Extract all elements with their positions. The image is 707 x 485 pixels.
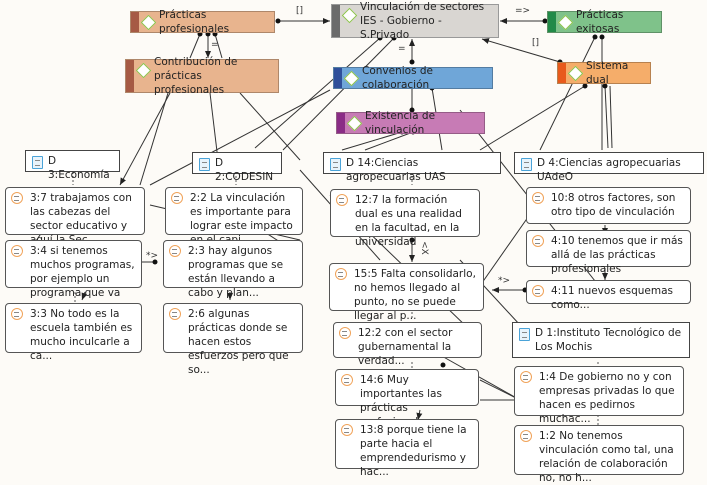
quotation-icon [171,192,183,204]
document-label: D 2:CODESIN [215,157,274,183]
document-icon [521,158,532,171]
relation-label: <X [418,241,429,255]
code-existencia[interactable]: Existencia de vinculación [336,110,485,136]
document-icon [330,158,341,171]
quotation-4-10[interactable]: 4:10 tenemos que ir más allá de las prác… [526,230,691,275]
quotation-4-11[interactable]: 4:11 nuevos esquemas como... [526,280,691,311]
code-convenios[interactable]: Convenios de colaboración [333,65,493,91]
quotation-icon [336,194,348,206]
quotation-text: 4:11 nuevos esquemas como... [551,285,673,311]
code-label: Existencia de vinculación [365,110,436,136]
quotation-14-6[interactable]: 14:6 Muy importantes las prácticas profe… [335,369,479,428]
quotation-10-8[interactable]: 10:8 otros factores, son otro tipo de vi… [526,187,691,224]
quotation-3-7[interactable]: 3:7 trabajamos con las cabezas del secto… [5,187,145,246]
quotation-icon [169,245,181,257]
quotation-2-2[interactable]: 2:2 La vinculación es importante para lo… [165,187,303,246]
document-label: D 14:Ciencias agropecuarias UAS [346,157,446,183]
quotation-icon [532,192,544,204]
quotation-text: 10:8 otros factores, son otro tipo de vi… [551,192,676,218]
quotation-icon [169,308,181,320]
document-d3[interactable]: D 3:Economía [25,150,120,181]
code-vinculacion[interactable]: Vinculación de sectores IES - Gobierno -… [331,1,499,41]
quotation-text: 2:6 algunas prácticas donde se hacen est… [188,308,289,376]
relation-label: => [515,6,531,16]
quotation-text: 13:8 porque tiene la parte hacia el empr… [360,424,467,478]
quotation-icon [11,245,23,257]
relation-label: = [211,40,219,50]
quotation-icon [341,374,353,386]
code-label: Vinculación de sectores IES - Gobierno -… [360,1,485,41]
code-label: Sistema dual [586,60,629,86]
document-d14[interactable]: D 14:Ciencias agropecuarias UAS [323,152,501,183]
code-label: Convenios de colaboración [362,65,434,91]
quotation-icon [520,430,532,442]
quotation-icon [335,268,347,280]
quotation-icon [11,308,23,320]
document-icon [32,156,43,169]
quotation-icon [11,192,23,204]
document-icon [199,158,210,171]
quotation-1-4[interactable]: 1:4 De gobierno no y con empresas privad… [514,366,684,425]
code-contribucion[interactable]: Contribución de prácticas profesionales [125,56,279,96]
quotation-2-3[interactable]: 2:3 hay algunos programas que se están l… [163,240,303,299]
quotation-13-8[interactable]: 13:8 porque tiene la parte hacia el empr… [335,419,479,478]
quotation-text: 2:3 hay algunos programas que se están l… [188,245,284,299]
quotation-text: 3:4 si tenemos muchos programas, por eje… [30,245,135,313]
quotation-text: 1:2 No tenemos vinculación como tal, una… [539,430,674,484]
document-label: D 4:Ciencias agropecuarias UAdeO [537,157,681,183]
document-d1[interactable]: D 1:Instituto Tecnológico de Los Mochis [512,322,690,358]
quotation-icon [532,285,544,297]
relation-label: *> [498,276,511,286]
relation-label: [] [296,6,304,16]
quotation-text: 1:4 De gobierno no y con empresas privad… [539,371,675,425]
code-label: Prácticas exitosas [576,9,624,35]
quotation-2-6[interactable]: 2:6 algunas prácticas donde se hacen est… [163,303,303,376]
quotation-15-5[interactable]: 15:5 Falta consolidarlo, no hemos llegad… [329,263,484,322]
document-d4[interactable]: D 4:Ciencias agropecuarias UAdeO [514,152,704,183]
code-label: Contribución de prácticas profesionales [154,56,238,96]
document-d2[interactable]: D 2:CODESIN [192,152,282,183]
quotation-text: 15:5 Falta consolidarlo, no hemos llegad… [354,268,476,322]
quotation-icon [520,371,532,383]
quotation-12-7[interactable]: 12:7 la formación dual es una realidad e… [330,189,480,248]
quotation-icon [341,424,353,436]
quotation-icon [339,327,351,339]
edge-dual-vinc [481,38,561,63]
code-practicas-exitosas[interactable]: Prácticas exitosas [547,9,662,35]
document-icon [519,328,530,341]
document-label: D 1:Instituto Tecnológico de Los Mochis [535,327,682,353]
quotation-text: 12:7 la formación dual es una realidad e… [355,194,462,248]
quotation-3-4[interactable]: 3:4 si tenemos muchos programas, por eje… [5,240,142,313]
quotation-12-2[interactable]: 12:2 con el sector gubernamental la verd… [333,322,482,367]
relation-label: = [398,44,406,54]
quotation-text: 12:2 con el sector gubernamental la verd… [358,327,453,367]
code-sistema-dual[interactable]: Sistema dual [557,60,651,86]
relation-label: [] [532,38,540,48]
quotation-icon [532,235,544,247]
quotation-text: 3:3 No todo es la escuela también es muc… [30,308,133,362]
code-practicas-profesionales[interactable]: Prácticas profesionales [130,9,275,35]
quotation-text: 4:10 tenemos que ir más allá de las prác… [551,235,683,275]
relation-label: *> [146,251,159,261]
document-label: D 3:Economía [48,155,110,181]
quotation-1-2[interactable]: 1:2 No tenemos vinculación como tal, una… [514,425,684,484]
code-label: Prácticas profesionales [159,9,230,35]
quotation-3-3[interactable]: 3:3 No todo es la escuela también es muc… [5,303,142,362]
